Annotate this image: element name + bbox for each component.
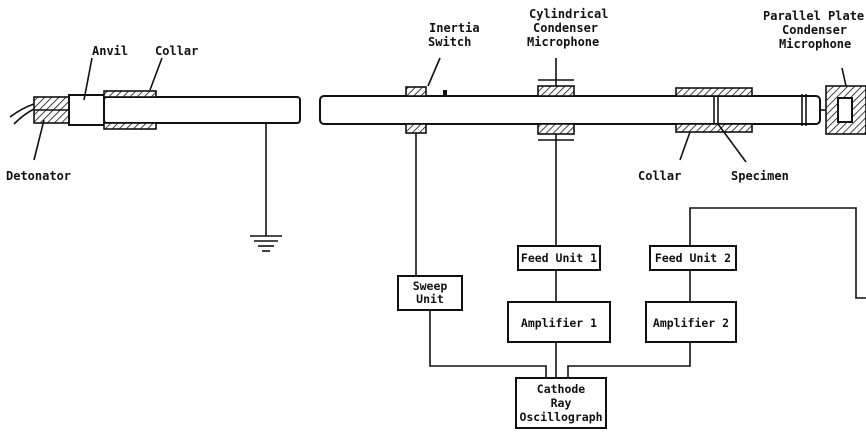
parallel-plate-electrode bbox=[837, 97, 853, 123]
feed-unit-2-label: Feed Unit 2 bbox=[655, 251, 731, 265]
amplifier-2: Amplifier 2 bbox=[645, 301, 737, 343]
label-collar-right: Collar bbox=[638, 169, 681, 183]
amplifier-2-label: Amplifier 2 bbox=[653, 316, 729, 330]
sweep-unit: Sweep Unit bbox=[397, 275, 463, 311]
label-anvil: Anvil bbox=[92, 44, 128, 58]
left-bar-assembly bbox=[9, 57, 301, 252]
left-bar bbox=[103, 96, 301, 124]
collar-left-bottom bbox=[103, 122, 157, 130]
cro-label-3: Oscillograph bbox=[519, 410, 602, 424]
collar-right-bottom bbox=[675, 123, 753, 133]
cro-label-2: Ray bbox=[551, 396, 572, 410]
cathode-ray-oscillograph: Cathode Ray Oscillograph bbox=[515, 377, 607, 429]
feed-unit-1: Feed Unit 1 bbox=[517, 245, 601, 271]
amplifier-1-label: Amplifier 1 bbox=[521, 316, 597, 330]
label-specimen: Specimen bbox=[731, 169, 789, 183]
collar-left-top bbox=[103, 90, 157, 98]
label-cyl-mic-1: Cylindrical bbox=[529, 7, 608, 21]
label-cyl-mic-2: Condenser bbox=[533, 21, 598, 35]
detonator-wire bbox=[9, 103, 35, 118]
feed-unit-2: Feed Unit 2 bbox=[649, 245, 737, 271]
label-pp-mic-3: Microphone bbox=[779, 37, 851, 51]
inertia-switch-top bbox=[405, 86, 427, 97]
label-cyl-mic-3: Microphone bbox=[527, 35, 599, 49]
detonator-wire bbox=[13, 108, 35, 125]
cylindrical-microphone-top bbox=[537, 85, 575, 97]
amplifier-1: Amplifier 1 bbox=[507, 301, 611, 343]
label-pp-mic-1: Parallel Plate bbox=[763, 9, 864, 23]
cylindrical-microphone-bottom bbox=[537, 123, 575, 135]
label-inertia-switch-1: Inertia bbox=[429, 21, 480, 35]
anvil bbox=[68, 94, 105, 126]
wiring bbox=[415, 133, 866, 378]
right-bar-assembly bbox=[319, 57, 866, 163]
label-pp-mic-2: Condenser bbox=[782, 23, 847, 37]
pressure-bar bbox=[319, 95, 821, 125]
inertia-switch-bottom bbox=[405, 123, 427, 134]
collar-right-top bbox=[675, 87, 753, 97]
label-collar-left: Collar bbox=[155, 44, 198, 58]
label-inertia-switch-2: Switch bbox=[428, 35, 471, 49]
sweep-unit-label-2: Unit bbox=[416, 292, 444, 306]
feed-unit-1-label: Feed Unit 1 bbox=[521, 251, 597, 265]
cro-label-1: Cathode bbox=[537, 382, 586, 396]
label-detonator: Detonator bbox=[6, 169, 71, 183]
sweep-unit-label-1: Sweep bbox=[413, 279, 448, 293]
